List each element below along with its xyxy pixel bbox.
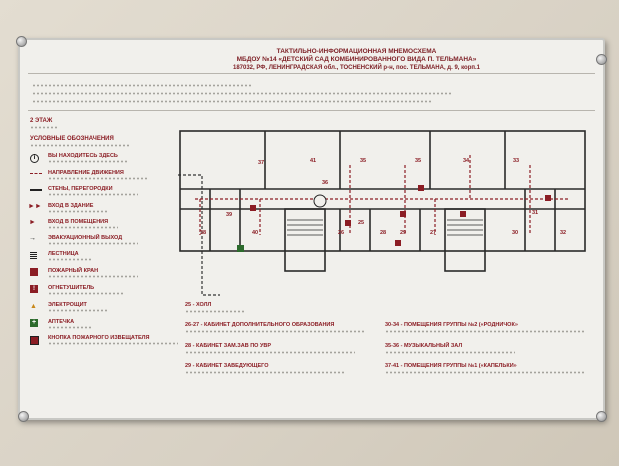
- plan-number: 25: [358, 220, 365, 226]
- floor-label: 2 ЭТАЖ: [30, 118, 53, 124]
- braille-text: [48, 226, 118, 229]
- legend-item-label: АПТЕЧКА: [48, 319, 75, 325]
- braille-text: [185, 351, 355, 354]
- braille-text: [32, 100, 432, 103]
- legend-item-label: ОГНЕТУШИТЕЛЬ: [48, 285, 95, 291]
- legend-item-label: ЭЛЕКТРОЩИТ: [48, 302, 87, 308]
- braille-text: [48, 292, 124, 295]
- plan-number: 28: [380, 230, 387, 236]
- legend-title: УСЛОВНЫЕ ОБОЗНАЧЕНИЯ: [30, 136, 114, 142]
- room-label: 35-36 - МУЗЫКАЛЬНЫЙ ЗАЛ: [385, 343, 463, 349]
- legend-item-label: ПОЖАРНЫЙ КРАН: [48, 268, 99, 274]
- plan-number: 33: [513, 158, 520, 164]
- plan-number: 29: [400, 230, 407, 236]
- plan-number: 34: [463, 158, 470, 164]
- screw-icon: [596, 54, 607, 65]
- room-label: 26-27 - КАБИНЕТ ДОПОЛНИТЕЛЬНОГО ОБРАЗОВА…: [185, 322, 335, 328]
- room-entry-arrow-icon: ►: [29, 219, 36, 226]
- screw-icon: [18, 411, 29, 422]
- legend-item-label: СТЕНЫ, ПЕРЕГОРОДКИ: [48, 186, 113, 192]
- wall-line-icon: [30, 189, 42, 191]
- evac-exit-arrow-icon: →: [29, 235, 36, 242]
- evac-route-line: [178, 174, 220, 296]
- you-are-here-icon: i: [30, 154, 39, 163]
- braille-text: [48, 309, 108, 312]
- room-label: 29 - КАБИНЕТ ЗАВЕДУЮЩЕГО: [185, 363, 269, 369]
- room-label: 25 - ХОЛЛ: [185, 302, 212, 308]
- legend-item-label: ЭВАКУАЦИОННЫЙ ВЫХОД: [48, 235, 123, 241]
- plan-number: 37: [258, 160, 265, 166]
- first-aid-icon: +: [30, 319, 38, 327]
- braille-text: [385, 371, 585, 374]
- plan-number: 38: [200, 230, 207, 236]
- braille-text: [385, 351, 515, 354]
- legend-item-label: ЛЕСТНИЦА: [48, 251, 79, 257]
- braille-text: [48, 160, 128, 163]
- plan-number: 39: [226, 212, 233, 218]
- header-divider: [28, 73, 595, 74]
- legend-item-label: НАПРАВЛЕНИЕ ДВИЖЕНИЯ: [48, 170, 124, 176]
- braille-text: [185, 330, 365, 333]
- building-entry-arrow-icon: ►►: [28, 203, 42, 210]
- braille-text: [30, 144, 130, 147]
- plan-number: 31: [532, 210, 539, 216]
- fire-tap-icon: [30, 268, 38, 276]
- plan-number: 36: [322, 180, 329, 186]
- plan-number: 41: [310, 158, 317, 164]
- braille-text: [48, 258, 92, 261]
- screw-icon: [596, 411, 607, 422]
- braille-text: [48, 342, 178, 345]
- fire-button-icon: [30, 336, 39, 345]
- braille-text: [48, 210, 108, 213]
- braille-text: [30, 126, 58, 129]
- stairs-icon: [30, 252, 37, 260]
- braille-text: [185, 310, 245, 313]
- floor-plan: [179, 130, 586, 272]
- evacuation-plan-board: ТАКТИЛЬНО-ИНФОРМАЦИОННАЯ МНЕМОСХЕМА МБДО…: [16, 36, 607, 422]
- plan-number: 30: [512, 230, 519, 236]
- header-divider: [28, 110, 595, 111]
- plan-number: 35: [360, 158, 367, 164]
- plan-number: 27: [430, 230, 437, 236]
- extinguisher-icon: !: [30, 285, 38, 293]
- plan-number: 40: [252, 230, 259, 236]
- header-org: МБДОУ №14 «ДЕТСКИЙ САД КОМБИНИРОВАННОГО …: [236, 56, 477, 63]
- braille-text: [48, 326, 92, 329]
- room-label: 28 - КАБИНЕТ ЗАМ.ЗАВ ПО УВР: [185, 343, 272, 349]
- plan-number: 26: [338, 230, 345, 236]
- screw-icon: [16, 36, 27, 47]
- header-address: 187032, РФ, ЛЕНИНГРАДСКАЯ обл., ТОСНЕНСК…: [232, 65, 480, 71]
- braille-text: [48, 242, 138, 245]
- braille-text: [385, 330, 585, 333]
- direction-arrow-icon: [30, 173, 42, 174]
- braille-text: [32, 92, 452, 95]
- braille-text: [48, 193, 138, 196]
- plan-number: 35: [415, 158, 422, 164]
- braille-text: [185, 371, 345, 374]
- room-label: 30-34 - ПОМЕЩЕНИЯ ГРУППЫ №2 («РОДНИЧОК»: [385, 322, 518, 328]
- legend-item-label: ВХОД В ЗДАНИЕ: [48, 203, 94, 209]
- header-title: ТАКТИЛЬНО-ИНФОРМАЦИОННАЯ МНЕМОСХЕМА: [276, 48, 437, 55]
- legend-item-label: ВЫ НАХОДИТЕСЬ ЗДЕСЬ: [48, 153, 118, 159]
- electric-panel-icon: ▲: [30, 303, 37, 310]
- braille-text: [48, 177, 148, 180]
- legend-item-label: ВХОД В ПОМЕЩЕНИЯ: [48, 219, 109, 225]
- room-label: 37-41 - ПОМЕЩЕНИЯ ГРУППЫ №1 («КАПЕЛЬКИ»: [385, 363, 517, 369]
- legend-item-label: КНОПКА ПОЖАРНОГО ИЗВЕЩАТЕЛЯ: [48, 335, 150, 341]
- plan-number: 32: [560, 230, 567, 236]
- braille-text: [48, 275, 138, 278]
- braille-text: [32, 84, 252, 87]
